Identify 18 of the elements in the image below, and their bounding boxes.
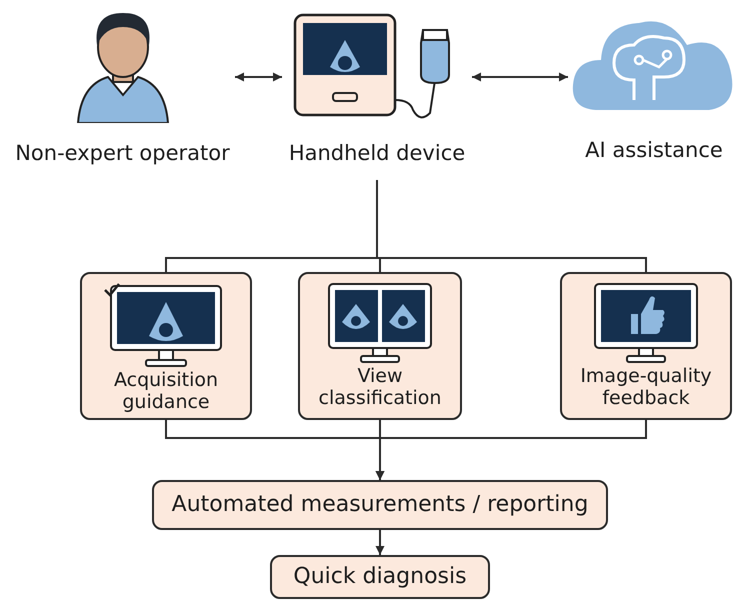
arrow	[472, 72, 568, 82]
process-box	[270, 555, 490, 599]
icon-caption: Non-expert operator	[15, 141, 230, 166]
arrow	[376, 420, 647, 480]
connector-line	[376, 180, 647, 272]
process-box	[152, 480, 608, 530]
icon-caption: AI assistance	[585, 138, 723, 162]
process-card	[298, 272, 462, 420]
icon-caption: Handheld device	[288, 141, 466, 166]
arrow	[235, 72, 282, 82]
node-label: View classification	[318, 366, 442, 410]
arrow	[376, 530, 384, 555]
node-label: Image-quality feedback	[579, 366, 713, 410]
process-card	[560, 272, 732, 420]
node-label: Acquisition guidance	[112, 370, 220, 414]
node-label: Automated measurements / reporting	[172, 492, 588, 518]
process-card	[80, 272, 252, 420]
node-label: Quick diagnosis	[293, 564, 467, 590]
